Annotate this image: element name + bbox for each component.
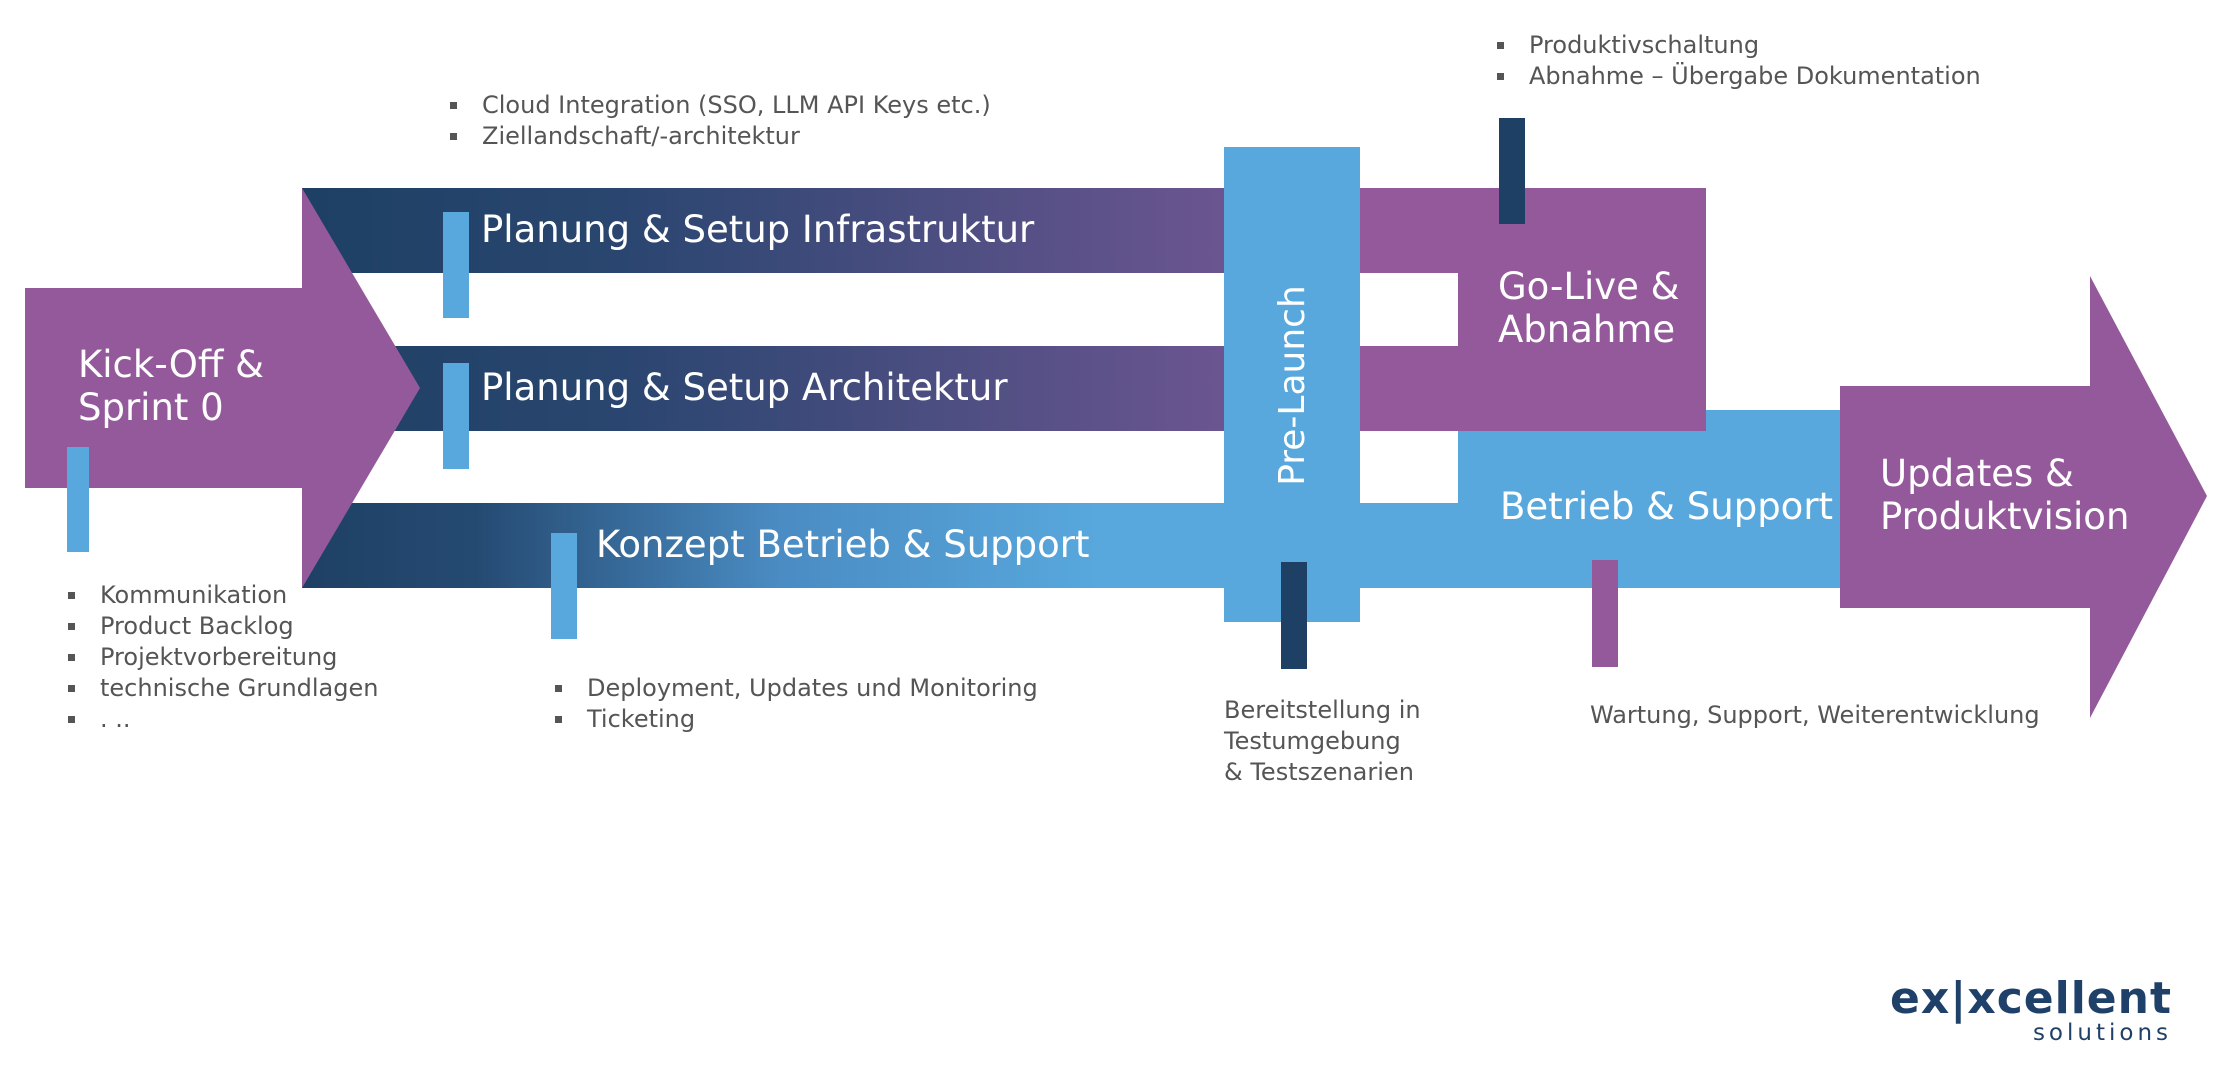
- arrow-updates: [1840, 276, 2207, 718]
- notes-konzept: Deployment, Updates und Monitoring Ticke…: [553, 673, 1038, 735]
- marker-betrieb: [1592, 560, 1618, 667]
- label-betrieb: Betrieb & Support: [1500, 485, 1834, 528]
- label-prelaunch: Pre-Launch: [1271, 284, 1313, 486]
- band-konzept-betrieb: [302, 503, 1226, 588]
- marker-infrastruktur: [443, 212, 469, 318]
- label-prelaunch-wrap: Pre-Launch: [1224, 150, 1360, 620]
- marker-konzept: [551, 533, 577, 639]
- company-logo: ex|xcellent solutions: [1890, 973, 2172, 1046]
- list-item: Kommunikation: [66, 580, 378, 611]
- notes-betrieb: Wartung, Support, Weiterentwicklung: [1590, 701, 2040, 729]
- label-konzept: Konzept Betrieb & Support: [596, 523, 1090, 566]
- marker-architektur: [443, 363, 469, 469]
- marker-kickoff: [67, 447, 89, 552]
- list-item: Projektvorbereitung: [66, 642, 378, 673]
- list-item: technische Grundlagen: [66, 673, 378, 704]
- logo-wordmark: ex|xcellent: [1890, 973, 2172, 1024]
- list-item: Product Backlog: [66, 611, 378, 642]
- notes-prelaunch: Bereitstellung in Testumgebung & Testsze…: [1224, 696, 1421, 786]
- label-infrastruktur: Planung & Setup Infrastruktur: [481, 208, 1035, 251]
- marker-prelaunch: [1281, 562, 1307, 669]
- arrow-kickoff: [25, 188, 420, 588]
- label-updates: Updates & Produktvision: [1880, 452, 2130, 538]
- band-golive-top: [1360, 188, 1460, 273]
- band-golive-mid: [1360, 346, 1460, 431]
- marker-golive: [1499, 118, 1525, 224]
- label-architektur: Planung & Setup Architektur: [481, 366, 1008, 409]
- logo-subline: solutions: [2032, 1020, 2172, 1046]
- list-item: . ..: [66, 704, 378, 735]
- label-kickoff: Kick-Off & Sprint 0: [78, 343, 264, 429]
- list-item: Cloud Integration (SSO, LLM API Keys etc…: [448, 90, 991, 121]
- list-item: Deployment, Updates und Monitoring: [553, 673, 1038, 704]
- notes-golive: Produktivschaltung Abnahme – Übergabe Do…: [1495, 30, 1981, 92]
- notes-kickoff: Kommunikation Product Backlog Projektvor…: [66, 580, 378, 735]
- label-golive: Go-Live & Abnahme: [1498, 265, 1680, 351]
- block-prelaunch: [1224, 147, 1360, 622]
- notes-infrastruktur: Cloud Integration (SSO, LLM API Keys etc…: [448, 90, 991, 152]
- list-item: Ziellandschaft/-architektur: [448, 121, 991, 152]
- block-golive: [1458, 188, 1706, 431]
- list-item: Ticketing: [553, 704, 1038, 735]
- list-item: Abnahme – Übergabe Dokumentation: [1495, 61, 1981, 92]
- block-betrieb-support: [1458, 410, 1848, 588]
- list-item: Produktivschaltung: [1495, 30, 1981, 61]
